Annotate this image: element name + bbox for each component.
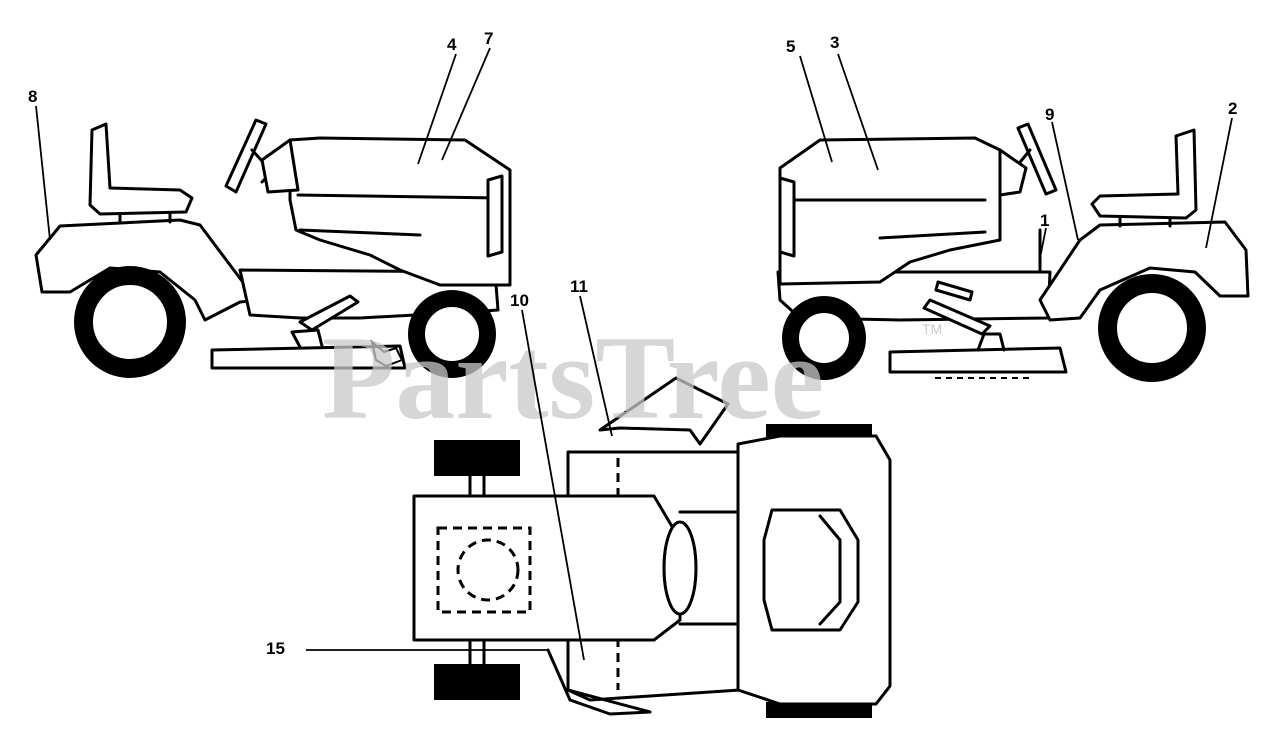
- left-deck-chute: [370, 339, 404, 368]
- leader-3: [837, 53, 879, 171]
- left-deck-mount: [290, 328, 324, 349]
- watermark-trademark: TM: [922, 321, 942, 337]
- right-lever: [934, 280, 974, 302]
- callout-7: 7: [484, 29, 493, 48]
- left-hood-crease: [298, 228, 422, 237]
- left-hood: [288, 136, 512, 287]
- leader-1: [1039, 227, 1047, 259]
- right-dash: [998, 148, 1028, 197]
- top-engine-flywheel: [456, 538, 520, 602]
- right-hood-crease: [878, 230, 987, 240]
- left-seat-post: [118, 212, 172, 224]
- right-mower-deck: [888, 346, 1068, 374]
- leader-10: [521, 309, 585, 661]
- top-seat-back: [818, 514, 842, 626]
- left-steering-wheel: [224, 118, 268, 194]
- tractor-right-side-view: [776, 122, 1250, 382]
- top-front-axle: [468, 474, 486, 666]
- leader-4: [417, 53, 457, 165]
- right-grille: [778, 176, 796, 258]
- top-engine-outline: [436, 526, 532, 614]
- top-deck-edge: [546, 648, 652, 716]
- right-rear-hub: [1115, 291, 1189, 365]
- left-pedal: [298, 294, 360, 332]
- callout-10: 10: [510, 291, 529, 310]
- leader-5: [799, 55, 833, 163]
- callout-9: 9: [1045, 105, 1054, 124]
- callout-2: 2: [1228, 99, 1237, 118]
- top-seat: [762, 508, 860, 632]
- callout-5: 5: [786, 37, 795, 56]
- top-discharge-chute: [598, 376, 730, 446]
- top-footboard: [678, 510, 742, 626]
- right-steering-wheel: [1016, 122, 1058, 196]
- callout-15: 15: [266, 639, 285, 658]
- right-pedal: [922, 298, 992, 336]
- callout-labels: 8 4 7 5 3 9 2 1 11 10 15: [28, 29, 1237, 658]
- leader-8: [35, 105, 51, 241]
- leader-9: [1051, 121, 1079, 241]
- left-grille: [486, 174, 504, 258]
- callout-11: 11: [570, 277, 588, 296]
- left-mower-deck: [210, 344, 407, 370]
- callout-4: 4: [447, 35, 457, 54]
- leader-2: [1205, 117, 1233, 249]
- callout-3: 3: [830, 33, 839, 52]
- watermark: PartsTree: [322, 311, 824, 444]
- tractor-left-side-view: [34, 118, 512, 378]
- top-steering-wheel: [662, 520, 698, 616]
- tractor-top-view: [412, 376, 892, 718]
- left-rear-hub: [91, 283, 169, 361]
- right-front-hub: [797, 311, 851, 365]
- right-seat: [1090, 128, 1198, 220]
- leader-lines: [35, 47, 1233, 661]
- top-front-wheel-upper: [434, 440, 520, 476]
- leader-11: [579, 295, 613, 437]
- left-dash: [260, 138, 300, 194]
- right-hood: [778, 136, 1002, 286]
- left-front-hub: [423, 305, 481, 363]
- callout-1: 1: [1040, 211, 1049, 230]
- callout-8: 8: [28, 87, 37, 106]
- top-front-wheel-lower: [434, 664, 520, 700]
- right-rear-fender: [1038, 220, 1250, 322]
- right-seat-post: [1118, 216, 1172, 228]
- top-rear-wheel-lower: [766, 702, 872, 718]
- right-deck-mount: [976, 332, 1006, 352]
- top-hood: [412, 494, 682, 642]
- leader-7: [441, 47, 491, 161]
- left-seat: [88, 122, 194, 216]
